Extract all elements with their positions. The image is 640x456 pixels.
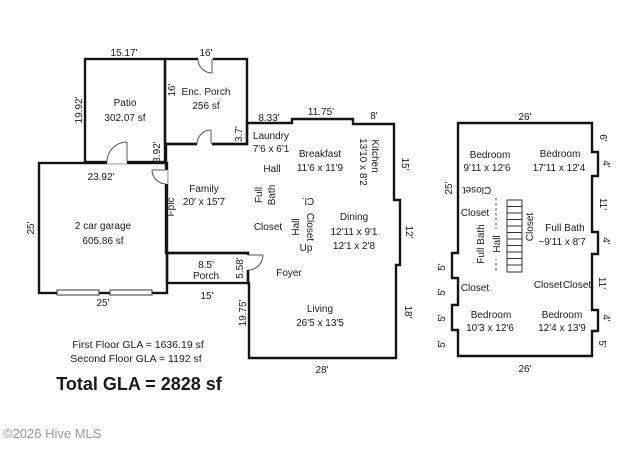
room-label-cl: Cl. xyxy=(302,195,314,206)
dim-patio-left: 19.92' xyxy=(74,96,85,123)
dim-2f-right-11a: 11' xyxy=(597,198,608,210)
room-label-laundry: Laundry xyxy=(253,131,289,142)
room-label-family: Family xyxy=(189,184,218,195)
room-dims-dining-1: 12'11 x 9'1 xyxy=(330,227,377,238)
dim-encporch-right: 3.7' xyxy=(234,126,245,142)
room-area-garage: 605.86 sf xyxy=(82,236,123,247)
room-label-kitchen: Kitchen xyxy=(369,139,380,172)
dim-patio-right: 3.92' xyxy=(152,141,163,162)
dim-2f-right-11b: 11' xyxy=(596,277,607,289)
room-label-bedroom-bl: Bedroom xyxy=(471,310,512,321)
dim-2f-top: 26' xyxy=(518,112,531,123)
room-dims-full-bath-right: ~9'11 x 8'7 xyxy=(538,237,586,248)
dim-encporch-left: 16' xyxy=(167,83,178,96)
dim-encporch-top: 16' xyxy=(199,48,212,59)
dim-2f-right-6: 6' xyxy=(597,134,608,142)
second-floor-outline xyxy=(450,121,600,358)
dim-2f-left-5d: 5' xyxy=(437,340,448,348)
dim-2f-right-4c: 4' xyxy=(600,314,611,322)
room-dims-bedroom-bl: 10'3 x 12'6 xyxy=(466,323,514,334)
room-label-bedroom-br: Bedroom xyxy=(542,310,583,321)
room-area-patio: 302.07 sf xyxy=(104,113,145,124)
dim-main-top-2: 11.75' xyxy=(308,107,334,118)
dim-2f-right-5: 5' xyxy=(596,340,607,348)
room-label-closet-vertical: Closet xyxy=(304,213,315,242)
stairs-up-label: Up xyxy=(300,243,313,254)
room-label-full-bath-2: Bath xyxy=(267,185,278,206)
first-floor-gla-text: First Floor GLA = 1636.19 sf xyxy=(72,339,204,351)
door-openings xyxy=(107,57,250,270)
dim-garage-bottom: 25' xyxy=(96,298,109,309)
room-label-closet-left-upper: Closet xyxy=(461,208,490,219)
second-floor-gla-text: Second Floor GLA = 1192 sf xyxy=(70,353,202,365)
dim-2f-left-5b: 5' xyxy=(437,288,448,296)
dim-main-top-3: 8' xyxy=(370,111,378,122)
fireplace-label: Fplc xyxy=(166,198,177,217)
room-dims-family: 20' x 15'7 xyxy=(183,197,226,208)
dim-main-top-1: 8.33' xyxy=(258,113,279,124)
room-label-closet-right-b: Closet xyxy=(563,280,592,291)
room-dims-living: 26'5 x 13'5 xyxy=(296,318,344,329)
room-label-patio: Patio xyxy=(114,98,137,109)
room-label-closet-flipped: Closet xyxy=(463,184,492,195)
room-label-foyer: Foyer xyxy=(276,268,302,279)
dim-2f-right-4b: 4' xyxy=(600,237,611,245)
total-gla-text: Total GLA = 2828 sf xyxy=(56,374,223,394)
room-dims-bedroom-tr: 17'11 x 12'4 xyxy=(533,163,586,174)
dim-front-porch-bottom: 15' xyxy=(200,291,213,302)
room-dims-breakfast: 11'6 x 11'9 xyxy=(297,163,344,174)
room-dims-kitchen: 13'10 x 8'2 xyxy=(357,138,368,186)
dim-2f-bottom: 26' xyxy=(518,364,531,375)
dim-main-right-2: 12' xyxy=(403,225,414,238)
garage-patio-door-icon xyxy=(106,141,128,163)
room-area-enc-porch: 256 sf xyxy=(192,101,219,112)
room-label-hall-lower: Hall xyxy=(291,218,302,235)
room-label-closet-right-a: Closet xyxy=(534,280,563,291)
dim-foyer-wall: 5.58' xyxy=(235,257,246,278)
room-dims-bedroom-tl: 9'11 x 12'6 xyxy=(463,163,510,174)
room-label-closet-stairs: Closet xyxy=(525,213,536,242)
room-label-enc-porch: Enc. Porch xyxy=(182,87,231,98)
dim-garage-top: 23.92' xyxy=(88,172,115,183)
enc-porch-family-door-icon xyxy=(196,129,212,145)
room-label-bedroom-tr: Bedroom xyxy=(540,149,581,160)
staircase xyxy=(506,199,523,273)
dim-2f-right-4a: 4' xyxy=(600,160,611,168)
room-dims-dining-2: 12'1 x 2'8 xyxy=(333,241,376,252)
room-label-closet-left-lower: Closet xyxy=(461,283,490,294)
dim-garage-left: 25' xyxy=(26,221,37,234)
dim-main-right-3: 18' xyxy=(402,305,413,318)
foyer-front-door-icon xyxy=(247,254,264,271)
dim-2f-left-5c: 5' xyxy=(437,314,448,322)
room-dims-bedroom-br: 12'4 x 13'9 xyxy=(538,323,586,334)
garage-door-right xyxy=(109,289,153,296)
family-garage-door-icon xyxy=(151,169,167,185)
room-label-hall-upper: Hall xyxy=(263,164,280,175)
dim-2f-left-5a: 5' xyxy=(437,263,448,271)
dim-front-porch-top: 8.5' xyxy=(198,260,214,271)
room-label-full-bath-left: Full Bath xyxy=(476,224,487,263)
garage-door-left xyxy=(56,289,100,296)
room-label-living: Living xyxy=(307,304,333,315)
room-label-garage: 2 car garage xyxy=(75,221,132,232)
mls-watermark: ©2026 Hive MLS xyxy=(3,426,102,441)
room-label-full-bath-1: Full xyxy=(254,187,265,203)
hall-label-backing xyxy=(491,229,502,259)
room-label-hall-2f: Hall xyxy=(492,235,503,252)
enc-porch-entry-door-icon xyxy=(197,58,213,74)
room-label-full-bath-right: Full Bath xyxy=(545,223,584,234)
room-dims-laundry: 7'6 x 6'1 xyxy=(253,144,290,155)
dim-patio-top: 15.17' xyxy=(111,48,138,59)
room-label-breakfast: Breakfast xyxy=(299,149,341,160)
room-label-dining: Dining xyxy=(340,212,368,223)
room-label-closet-center: Closet xyxy=(254,222,283,233)
room-label-front-porch: Porch xyxy=(193,271,219,282)
room-label-bedroom-tl: Bedroom xyxy=(470,150,511,161)
dim-2f-left: 25' xyxy=(444,181,455,194)
dim-main-bottom: 28' xyxy=(315,365,328,376)
dim-main-right-1: 15' xyxy=(399,157,410,170)
dim-living-left: 19.75' xyxy=(238,299,249,326)
